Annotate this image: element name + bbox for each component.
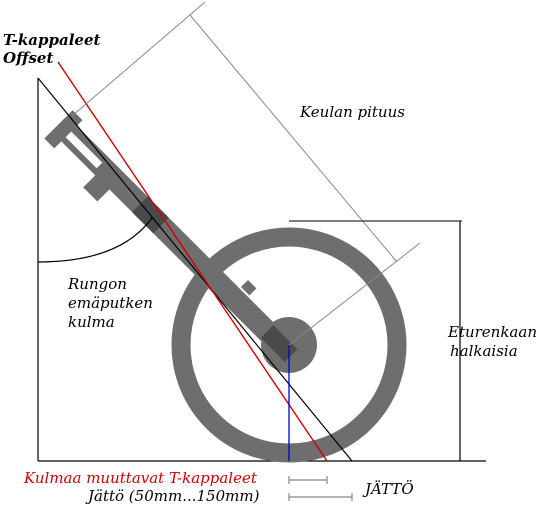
label-head-angle-1: Rungon [67, 275, 127, 293]
fork-dropout [260, 325, 298, 362]
fork-leg [59, 123, 300, 365]
steering-axis-line [37, 77, 353, 462]
fork-length-ext-top [71, 1, 206, 117]
offset-red-line [57, 61, 328, 462]
t-piece-tab-lower [240, 279, 257, 296]
label-head-angle-2: emäputken [68, 294, 153, 312]
fork-length-dim-line [189, 14, 398, 263]
label-angle-changing-t-pieces: Kulmaa muuttavat T-kappaleet [23, 469, 258, 487]
t-piece-tab [83, 174, 111, 202]
label-t-pieces-offset-2: Offset [3, 49, 53, 67]
label-head-angle-3: kulma [68, 313, 115, 331]
label-fork-length: Keulan pituus [299, 103, 405, 121]
label-wheel-diameter-2: halkaisia [450, 342, 518, 360]
label-trail-range: Jättö (50mm...150mm) [85, 487, 260, 505]
trail-dimension-upper [288, 476, 328, 484]
head-angle-arc [37, 217, 153, 263]
fork-length-ext-bottom [288, 242, 421, 346]
fork-slot [65, 131, 103, 169]
trail-dimension-lower [288, 493, 353, 501]
label-t-pieces-offset-1: T-kappaleet [3, 31, 100, 49]
label-wheel-diameter-1: Eturenkaan [447, 323, 537, 341]
label-trail: JÄTTÖ [362, 480, 414, 498]
